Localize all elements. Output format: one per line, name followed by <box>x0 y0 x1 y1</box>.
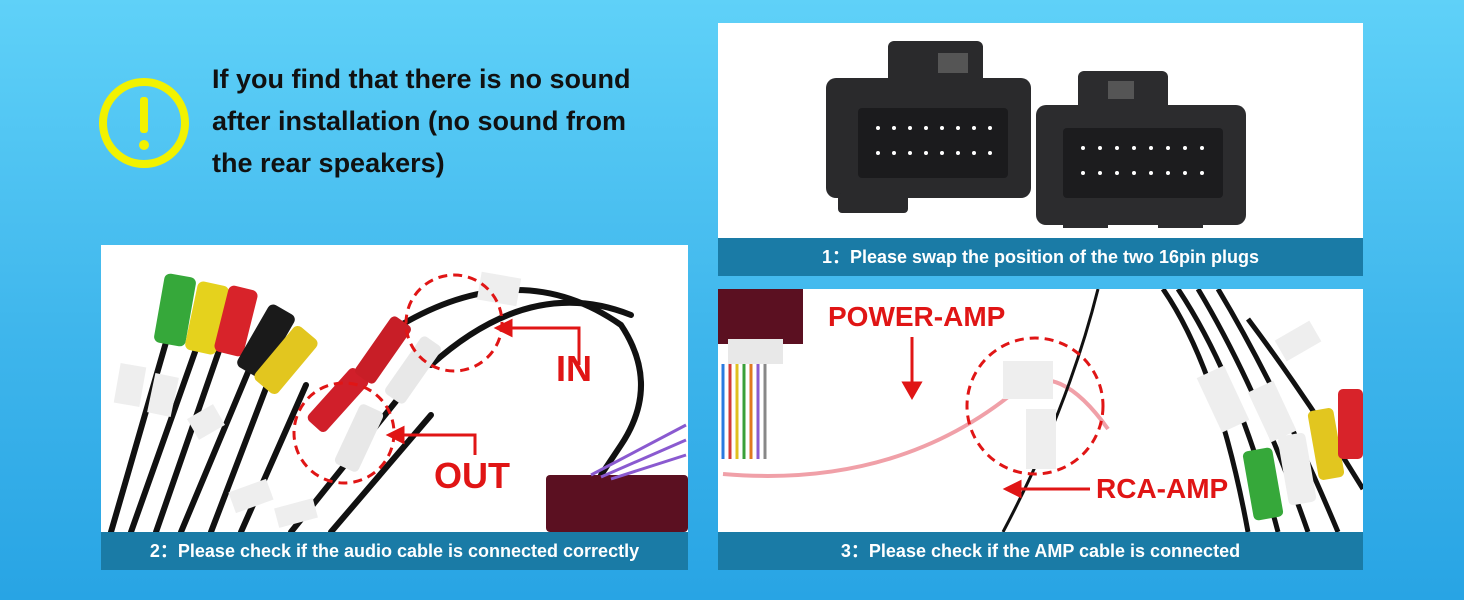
warning-icon <box>99 78 189 168</box>
audio-cable-photo <box>108 271 688 532</box>
caption-plugs: 1：Please swap the position of the two 16… <box>718 238 1363 276</box>
panel-amp-cable: POWER-AMP RCA-AMP 3：Please check if the … <box>718 289 1363 570</box>
label-out: OUT <box>434 455 510 496</box>
headline-line-2: after installation (no sound from <box>212 106 627 136</box>
headline-line-3: the rear speakers) <box>212 148 445 178</box>
label-rca-amp: RCA-AMP <box>1096 473 1229 504</box>
amp-cable-photo <box>718 289 1363 532</box>
panel-audio-cable: IN OUT 2：Please check if the audio cable… <box>101 245 688 570</box>
headline-line-1: If you find that there is no sound <box>212 64 631 94</box>
panel-plugs: 1：Please swap the position of the two 16… <box>718 23 1363 276</box>
label-power-amp: POWER-AMP <box>828 301 1006 332</box>
plugs-photo <box>826 41 1246 228</box>
caption-audio: 2：Please check if the audio cable is con… <box>101 532 688 570</box>
label-in: IN <box>556 348 592 389</box>
headline: If you find that there is no sound after… <box>212 58 712 184</box>
caption-amp: 3：Please check if the AMP cable is conne… <box>718 532 1363 570</box>
